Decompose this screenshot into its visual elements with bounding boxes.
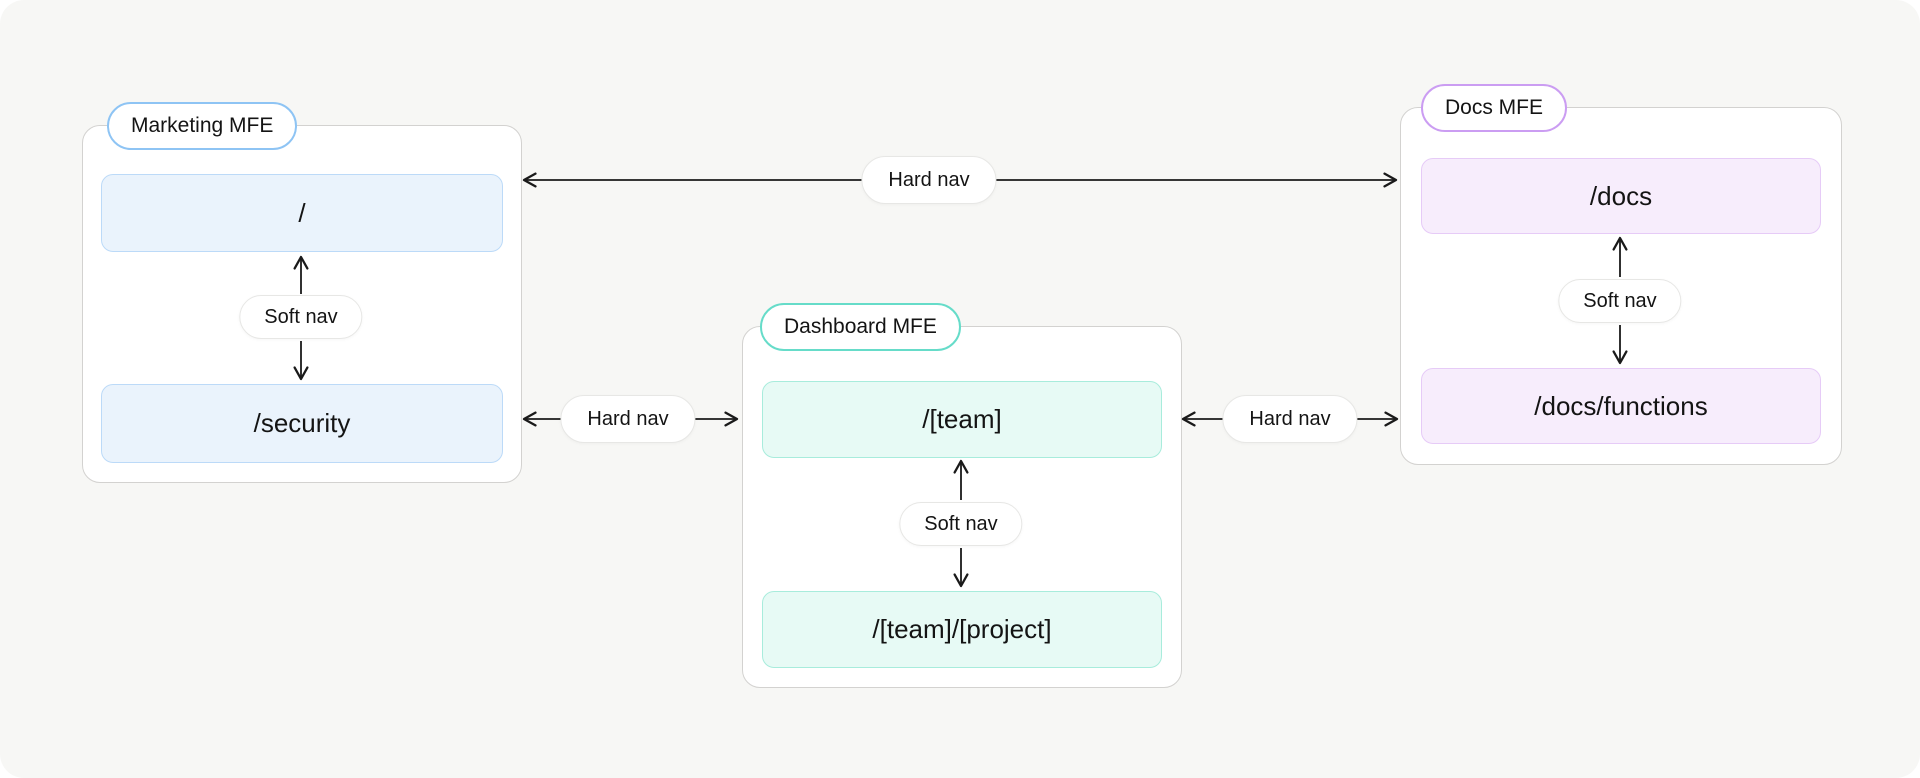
soft-nav-pill-dashboard: Soft nav [899, 502, 1023, 546]
soft-nav-pill-marketing: Soft nav [239, 295, 363, 339]
route-box-team-project: /[team]/[project] [762, 591, 1162, 668]
route-box-docs-functions: /docs/functions [1421, 368, 1821, 444]
mfe-container-marketing: Marketing MFE / /security [82, 102, 522, 483]
mfe-badge-dashboard: Dashboard MFE [760, 303, 961, 351]
soft-nav-pill-docs: Soft nav [1558, 279, 1682, 323]
mfe-badge-docs: Docs MFE [1421, 84, 1568, 132]
route-box-root: / [101, 174, 503, 252]
route-box-security: /security [101, 384, 503, 463]
route-box-team: /[team] [762, 381, 1162, 458]
hard-nav-pill-left: Hard nav [560, 395, 696, 443]
hard-nav-pill-top: Hard nav [861, 156, 997, 204]
hard-nav-pill-right: Hard nav [1222, 395, 1358, 443]
route-box-docs: /docs [1421, 158, 1821, 234]
mfe-badge-marketing: Marketing MFE [107, 102, 298, 150]
mfe-container-docs: Docs MFE /docs /docs/functions [1400, 84, 1842, 465]
